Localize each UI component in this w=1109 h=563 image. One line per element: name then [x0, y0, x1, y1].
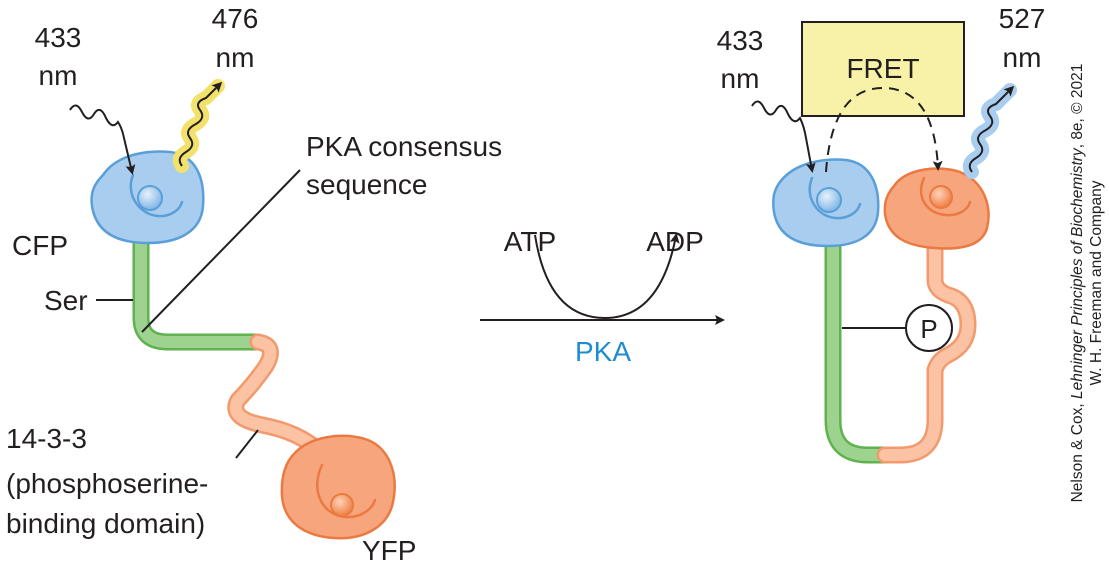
cfp-protein — [90, 150, 205, 245]
fret-label: FRET — [846, 53, 919, 84]
right-excitation-wavelength: 433 — [717, 25, 764, 56]
right-construct: P FRET 433 nm 527 nm — [717, 3, 1046, 464]
credit-prefix: Nelson & Cox, — [1069, 398, 1086, 502]
domain-label-line3: binding domain) — [6, 508, 205, 539]
emission-arrow-right — [962, 83, 1017, 179]
adp-label: ADP — [646, 226, 704, 257]
phosphate-label: P — [920, 314, 937, 344]
excitation-arrow-right — [751, 100, 816, 173]
left-emission-unit: nm — [216, 42, 255, 73]
yfp-label: YFP — [362, 535, 416, 563]
atp-label: ATP — [504, 226, 556, 257]
credit-line1: Nelson & Cox, Lehninger Principles of Bi… — [1068, 10, 1087, 555]
pka-label: PKA — [575, 336, 631, 367]
linker-green — [135, 232, 264, 348]
credit-publisher: W. H. Freeman and Company — [1088, 179, 1105, 386]
linker-salmon — [229, 336, 326, 458]
excitation-arrow-left — [69, 104, 136, 175]
fret-box — [801, 21, 965, 117]
domain-pointer-line — [235, 429, 259, 459]
credit-book-title: Lehninger Principles of Biochemistry — [1069, 147, 1086, 399]
right-yfp-protein — [883, 167, 990, 250]
reaction: ATP ADP PKA — [480, 226, 725, 367]
credit-suffix: , 8e, © 2021 — [1069, 63, 1086, 148]
copyright-credit: Nelson & Cox, Lehninger Principles of Bi… — [1069, 10, 1105, 555]
right-linker-green — [827, 234, 891, 461]
linker-green-edge — [132, 229, 267, 351]
left-excitation-wavelength: 433 — [35, 22, 82, 53]
emission-arrow-left — [172, 79, 225, 173]
consensus-label-line2: sequence — [306, 169, 427, 200]
left-excitation-unit: nm — [39, 60, 78, 91]
atp-adp-curve — [534, 233, 680, 320]
left-construct: 433 nm 476 nm CFP Ser PKA consensus sequ… — [6, 3, 502, 563]
phosphate-circle — [905, 304, 953, 352]
consensus-pointer-line — [141, 169, 301, 333]
right-emission-unit: nm — [1003, 42, 1042, 73]
yfp-protein — [280, 434, 396, 540]
domain-label-line1: 14-3-3 — [6, 423, 87, 454]
left-emission-wavelength: 476 — [212, 3, 259, 34]
domain-label-line2: (phosphoserine- — [6, 468, 208, 499]
right-linker-green-edge — [824, 231, 894, 464]
right-linker-salmon — [879, 234, 975, 461]
right-emission-wavelength: 527 — [999, 3, 1046, 34]
right-cfp-protein — [772, 158, 880, 248]
ser-label: Ser — [44, 285, 88, 316]
cfp-label: CFP — [12, 230, 68, 261]
right-excitation-unit: nm — [721, 63, 760, 94]
fret-dashed-arrow — [825, 86, 943, 173]
consensus-label-line1: PKA consensus — [306, 131, 502, 162]
